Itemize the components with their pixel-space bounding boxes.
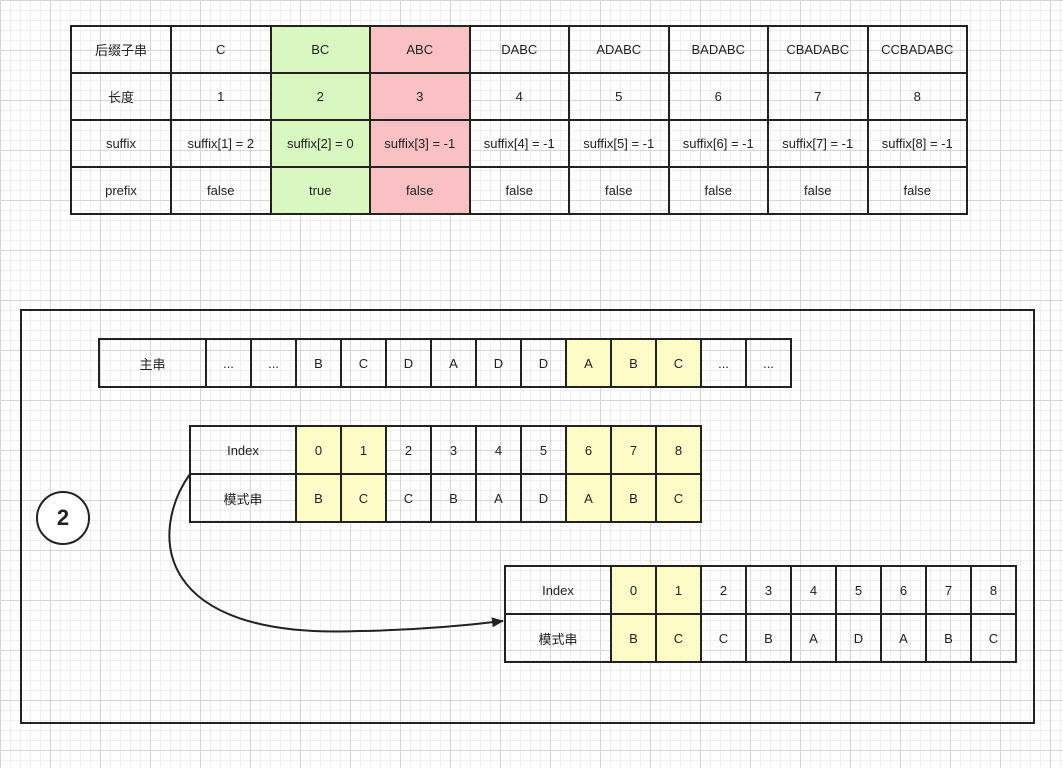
index-cell: 0 — [297, 427, 342, 475]
index-cell: 4 — [477, 427, 522, 475]
table-cell: ADABC — [570, 27, 670, 74]
pattern-char: B — [747, 615, 792, 663]
pattern-char: A — [792, 615, 837, 663]
main-string-char: ... — [702, 340, 747, 388]
step-number-badge: 2 — [36, 491, 90, 545]
index-cell: 7 — [612, 427, 657, 475]
table-cell: 7 — [769, 74, 869, 121]
pattern-row-label: 模式串 — [506, 615, 612, 663]
table-cell: DABC — [470, 27, 570, 74]
step-number-label: 2 — [56, 505, 70, 530]
pattern-row-label: Index — [506, 567, 612, 615]
shift-arrow-path — [168, 473, 504, 633]
table-cell: suffix[2] = 0 — [271, 121, 371, 168]
main-string-label: 主串 — [100, 340, 207, 388]
index-cell: 8 — [657, 427, 702, 475]
table-cell: 6 — [669, 74, 769, 121]
main-string-char: D — [477, 340, 522, 388]
table-cell: BC — [271, 27, 371, 74]
pattern-char: A — [882, 615, 927, 663]
table-cell: false — [669, 168, 769, 215]
table-cell: 1 — [172, 74, 272, 121]
table-cell: 4 — [470, 74, 570, 121]
step-frame — [20, 309, 1035, 724]
index-cell: 5 — [837, 567, 882, 615]
pattern-char: C — [972, 615, 1017, 663]
table-cell: BADABC — [669, 27, 769, 74]
table-cell: suffix[3] = -1 — [371, 121, 471, 168]
pattern-row-label: Index — [191, 427, 297, 475]
pattern-char: B — [297, 475, 342, 523]
index-cell: 4 — [792, 567, 837, 615]
main-string-char: ... — [252, 340, 297, 388]
table-cell: suffix[1] = 2 — [172, 121, 272, 168]
table-cell: 8 — [868, 74, 968, 121]
main-string-char: A — [567, 340, 612, 388]
row-header-cell: suffix — [72, 121, 172, 168]
row-header-cell: 长度 — [72, 74, 172, 121]
index-cell: 2 — [702, 567, 747, 615]
table-cell: false — [172, 168, 272, 215]
row-header-cell: 后缀子串 — [72, 27, 172, 74]
main-string-char: B — [297, 340, 342, 388]
index-cell: 1 — [657, 567, 702, 615]
table-cell: C — [172, 27, 272, 74]
pattern-char: C — [657, 615, 702, 663]
index-cell: 3 — [432, 427, 477, 475]
main-string-char: C — [657, 340, 702, 388]
table-cell: suffix[6] = -1 — [669, 121, 769, 168]
pattern-row-label: 模式串 — [191, 475, 297, 523]
index-cell: 0 — [612, 567, 657, 615]
table-cell: CBADABC — [769, 27, 869, 74]
main-string-char: D — [522, 340, 567, 388]
main-string-char: D — [387, 340, 432, 388]
pattern-char: D — [522, 475, 567, 523]
pattern-char: B — [612, 475, 657, 523]
index-cell: 1 — [342, 427, 387, 475]
main-string-char: ... — [207, 340, 252, 388]
table-cell: true — [271, 168, 371, 215]
pattern-char: C — [387, 475, 432, 523]
index-cell: 8 — [972, 567, 1017, 615]
table-cell: suffix[5] = -1 — [570, 121, 670, 168]
table-cell: ABC — [371, 27, 471, 74]
index-cell: 6 — [882, 567, 927, 615]
table-cell: false — [371, 168, 471, 215]
pattern-char: C — [702, 615, 747, 663]
main-string-char: ... — [747, 340, 792, 388]
pattern-char: B — [927, 615, 972, 663]
main-string-char: B — [612, 340, 657, 388]
table-cell: 3 — [371, 74, 471, 121]
pattern-char: B — [612, 615, 657, 663]
row-header-cell: prefix — [72, 168, 172, 215]
index-cell: 3 — [747, 567, 792, 615]
table-cell: suffix[4] = -1 — [470, 121, 570, 168]
table-cell: 5 — [570, 74, 670, 121]
pattern-char: B — [432, 475, 477, 523]
table-cell: false — [868, 168, 968, 215]
pattern-char: A — [567, 475, 612, 523]
index-cell: 7 — [927, 567, 972, 615]
table-cell: false — [570, 168, 670, 215]
index-cell: 2 — [387, 427, 432, 475]
table-cell: suffix[8] = -1 — [868, 121, 968, 168]
table-cell: false — [470, 168, 570, 215]
index-cell: 5 — [522, 427, 567, 475]
table-cell: suffix[7] = -1 — [769, 121, 869, 168]
pattern-char: D — [837, 615, 882, 663]
table-cell: CCBADABC — [868, 27, 968, 74]
table-cell: false — [769, 168, 869, 215]
pattern-char: A — [477, 475, 522, 523]
main-string-char: C — [342, 340, 387, 388]
pattern-char: C — [657, 475, 702, 523]
main-string-char: A — [432, 340, 477, 388]
table-cell: 2 — [271, 74, 371, 121]
index-cell: 6 — [567, 427, 612, 475]
pattern-char: C — [342, 475, 387, 523]
